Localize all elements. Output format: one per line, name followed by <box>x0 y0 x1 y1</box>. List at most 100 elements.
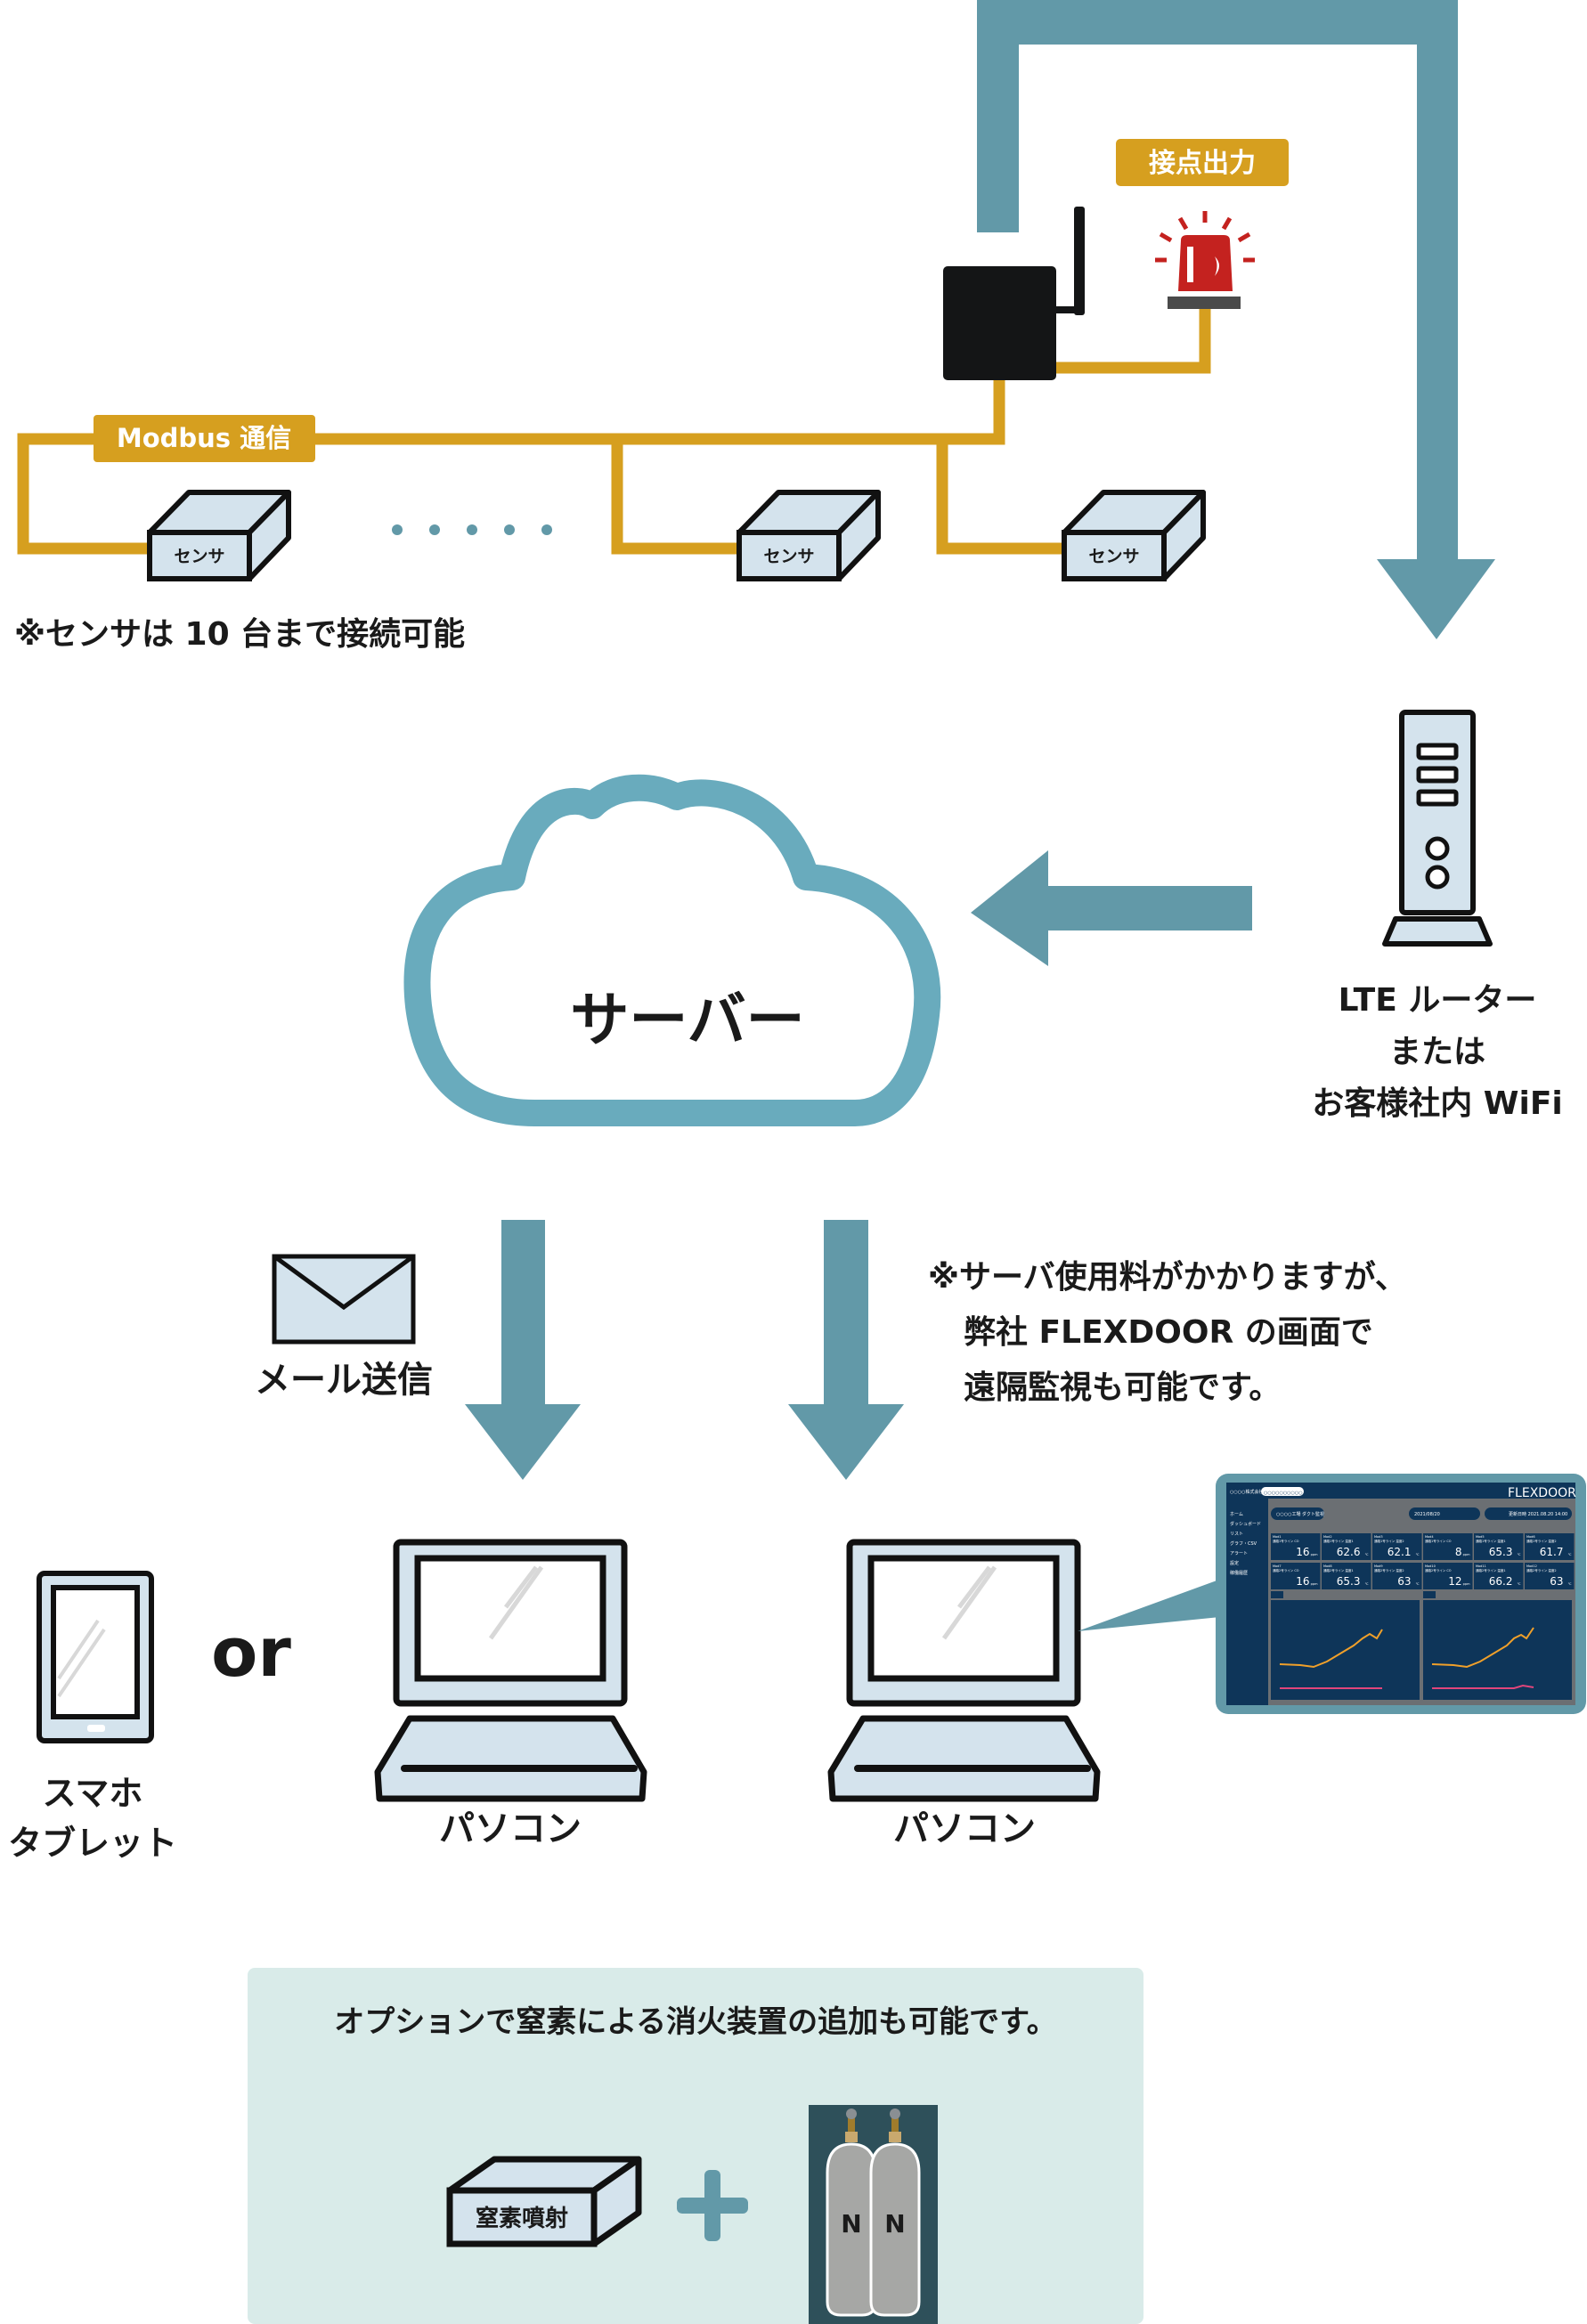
tile-name: 通路2号ライン CO <box>1425 1568 1452 1572</box>
cylinder: N <box>869 2109 921 2317</box>
pc1-label: パソコン <box>439 1808 582 1849</box>
svg-text:更新日時 2021.08.20 14:00: 更新日時 2021.08.20 14:00 <box>1509 1511 1567 1517</box>
tile-name: 通路2号ライン 温度2 <box>1374 1568 1404 1572</box>
dashboard-account-select: ○○○○○○○○○○ ▾ <box>1264 1491 1306 1496</box>
tile-unit: ℃ <box>1518 1553 1521 1556</box>
server-to-pc1-arrow <box>465 1220 581 1480</box>
tile-value: 63 <box>1550 1575 1563 1588</box>
tile-name: 通路2号ライン 温度2 <box>1526 1568 1557 1572</box>
sensor-2: センサ <box>737 490 881 581</box>
dashboard-chart-left <box>1279 1629 1383 1689</box>
laptop-with-dashboard-icon <box>827 1539 1101 1802</box>
plus-icon <box>677 2170 748 2241</box>
option-title: オプションで窒素による消火装置の追加も可能です。 <box>334 2004 1057 2040</box>
svg-text:アラート: アラート <box>1230 1551 1248 1556</box>
sensor-label: センサ <box>174 547 224 566</box>
svg-text:リスト: リスト <box>1230 1532 1243 1537</box>
pc2-label: パソコン <box>893 1808 1036 1849</box>
router-label-line-2: または <box>1389 1034 1485 1070</box>
tile-unit: ℃ <box>1416 1582 1420 1586</box>
tile-unit: ppm <box>1463 1582 1470 1586</box>
tile-id: Mod1 <box>1273 1535 1282 1539</box>
nitrogen-cylinders-icon: N N <box>809 2105 938 2324</box>
svg-text:2021/08/20: 2021/08/20 <box>1414 1512 1440 1517</box>
dashboard-page-title: ○○○○工場 ダクト監視 <box>1276 1511 1324 1517</box>
tile-id: Mod2 <box>1323 1535 1332 1539</box>
tile-name: 通路2号ライン 温度1 <box>1476 1568 1506 1572</box>
svg-text:N: N <box>841 2209 861 2239</box>
tile-value: 65.3 <box>1337 1575 1361 1588</box>
tile-value: 16 <box>1296 1546 1309 1558</box>
svg-text:N: N <box>884 2209 905 2239</box>
ellipsis-dots <box>392 524 552 535</box>
tile-name: 通路1号ライン 温度1 <box>1476 1539 1506 1543</box>
router-to-server-arrow <box>971 850 1252 966</box>
tile-id: Mod9 <box>1374 1564 1383 1568</box>
uplink-arrow <box>977 0 1495 639</box>
tile-value: 62.1 <box>1388 1546 1412 1558</box>
sensor-label: センサ <box>763 547 814 566</box>
tile-value: 61.7 <box>1540 1546 1564 1558</box>
modbus-label: Modbus 通信 <box>117 423 291 453</box>
svg-text:ダッシュボード: ダッシュボード <box>1230 1521 1261 1527</box>
tile-value: 63 <box>1397 1575 1411 1588</box>
sensor-note: ※センサは 10 台まで接続可能 <box>14 616 465 653</box>
phone-label-line-1: スマホ <box>43 1774 143 1813</box>
tile-id: Mod8 <box>1323 1564 1332 1568</box>
siren-icon <box>1155 211 1255 309</box>
dashboard-company: ○○○○株式会社 <box>1230 1489 1263 1495</box>
tile-id: Mod11 <box>1476 1564 1486 1568</box>
tile-unit: ppm <box>1463 1553 1470 1556</box>
tile-id: Mod4 <box>1425 1535 1434 1539</box>
tile-id: Mod10 <box>1425 1564 1436 1568</box>
server-cloud-icon: サーバー <box>403 774 941 1126</box>
modbus-wiring <box>17 309 1211 555</box>
contact-output-label: 接点出力 <box>1149 148 1256 179</box>
tile-value: 12 <box>1448 1575 1461 1588</box>
tile-value: 16 <box>1296 1575 1309 1588</box>
tile-unit: ℃ <box>1365 1553 1369 1556</box>
router-label-line-1: LTE ルーター <box>1339 982 1537 1019</box>
phone-label-line-2: タブレット <box>8 1824 177 1863</box>
sensor-label: センサ <box>1088 547 1139 566</box>
router-icon <box>1382 710 1493 947</box>
tile-unit: ℃ <box>1568 1582 1572 1586</box>
router-label-line-3: お客様社内 WiFi <box>1312 1085 1563 1122</box>
tile-value: 65.3 <box>1489 1546 1513 1558</box>
svg-text:ホーム: ホーム <box>1230 1512 1243 1517</box>
server-label: サーバー <box>570 986 804 1054</box>
server-to-pc2-arrow <box>788 1220 904 1480</box>
svg-text:設定: 設定 <box>1230 1560 1239 1566</box>
tile-name: 通路2号ライン CO <box>1273 1568 1299 1572</box>
controller-icon <box>943 207 1085 380</box>
tile-name: 通路1号ライン CO <box>1273 1539 1299 1543</box>
tile-name: 通路1号ライン 温度2 <box>1526 1539 1557 1543</box>
tile-id: Mod7 <box>1273 1564 1282 1568</box>
tile-name: 通路1号ライン 温度1 <box>1323 1539 1354 1543</box>
modbus-badge: Modbus 通信 <box>94 415 315 462</box>
nozzle-label: 窒素噴射 <box>476 2205 568 2232</box>
tile-id: Mod5 <box>1476 1535 1485 1539</box>
laptop-icon <box>374 1539 647 1802</box>
dashboard-brand: FLEXDOOR <box>1508 1486 1576 1500</box>
sensor-3: センサ <box>1062 490 1206 581</box>
dashboard-preview: ○○○○株式会社 ○○○○○○○○○○ ▾ FLEXDOOR ホーム ダッシュボ… <box>1216 1474 1586 1714</box>
dashboard-chart-right <box>1431 1627 1534 1689</box>
tile-id: Mod3 <box>1374 1535 1383 1539</box>
server-note-line-3: 遠隔監視も可能です。 <box>964 1369 1281 1406</box>
tile-unit: ℃ <box>1518 1582 1521 1586</box>
tile-value: 8 <box>1455 1546 1462 1558</box>
mail-icon <box>272 1254 416 1345</box>
svg-text:グラフ・CSV: グラフ・CSV <box>1230 1540 1257 1547</box>
